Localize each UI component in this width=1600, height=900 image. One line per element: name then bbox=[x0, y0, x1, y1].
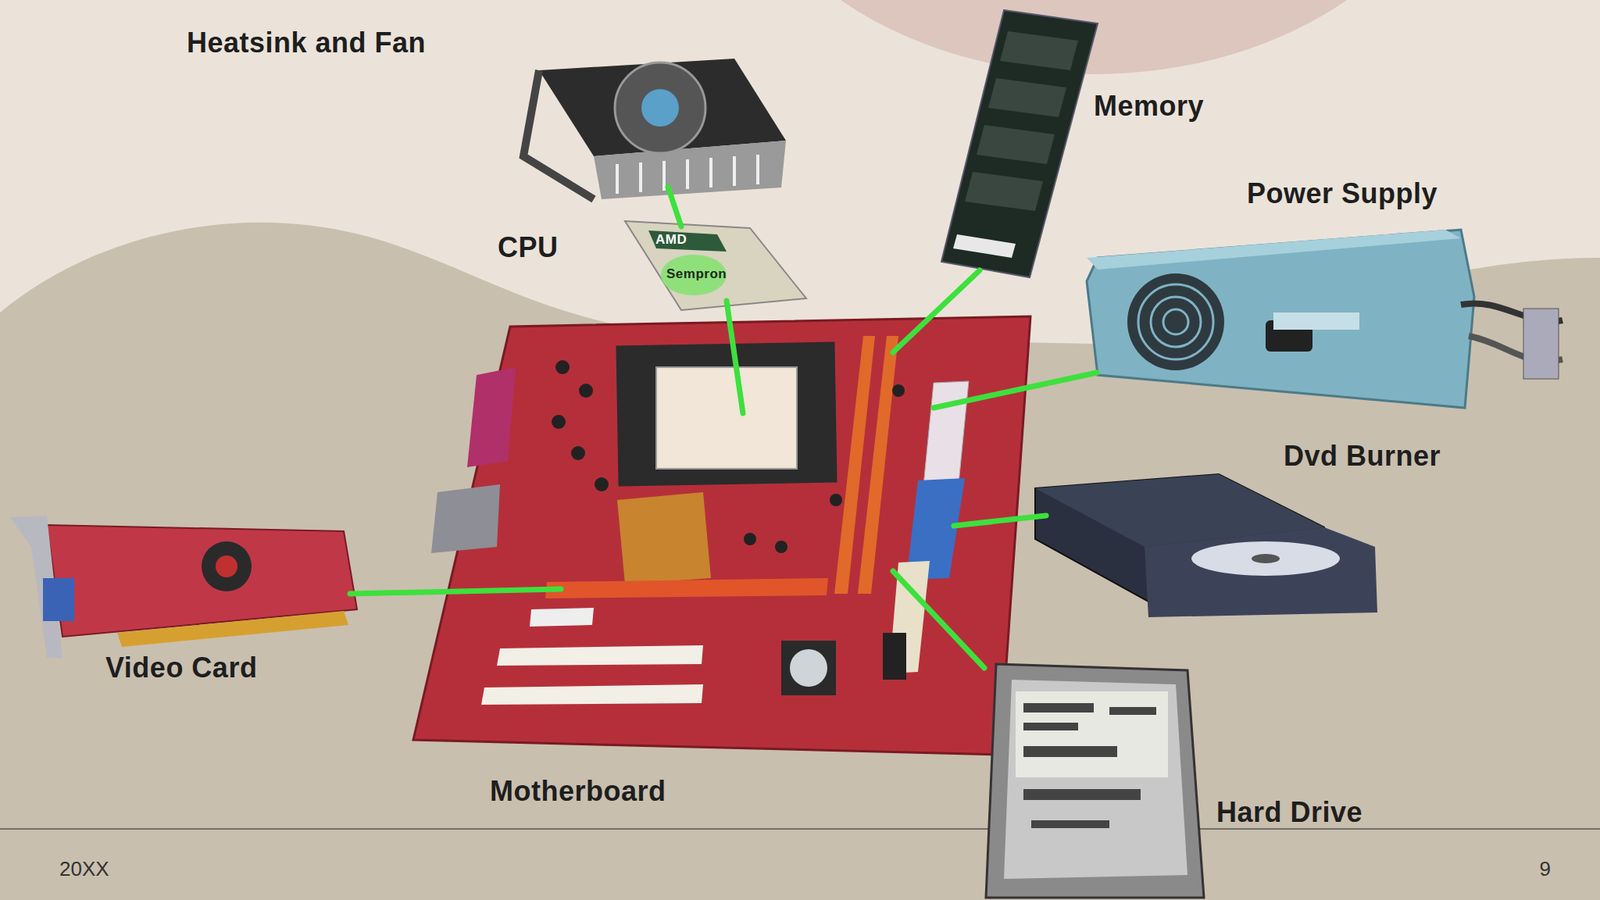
chip-model: Sempron bbox=[664, 267, 729, 283]
part-name: Power Supply bbox=[1246, 178, 1438, 210]
cpu-picture bbox=[625, 221, 807, 311]
heatsink-fan-picture bbox=[523, 58, 786, 200]
leader-lines bbox=[350, 186, 1097, 668]
motherboard-picture bbox=[413, 316, 1031, 755]
memory-module-picture bbox=[941, 10, 1098, 278]
power-supply-picture bbox=[1086, 229, 1563, 408]
chip-brand: AMD bbox=[653, 232, 690, 248]
part-name: Heatsink and Fan bbox=[186, 27, 426, 59]
part-name: Dvd Burner bbox=[1283, 440, 1441, 472]
part-name: Video Card bbox=[105, 652, 258, 684]
dvd-burner-picture bbox=[1035, 474, 1378, 618]
video-card-picture bbox=[10, 515, 358, 658]
part-name: Memory bbox=[1093, 90, 1204, 122]
hard-drive-picture bbox=[985, 664, 1204, 898]
page-number: 9 bbox=[1539, 857, 1551, 881]
part-name: Motherboard bbox=[489, 775, 667, 808]
part-name: Hard Drive bbox=[1216, 796, 1363, 829]
footer-date: 20XX bbox=[59, 857, 110, 881]
part-name: CPU bbox=[497, 232, 559, 264]
